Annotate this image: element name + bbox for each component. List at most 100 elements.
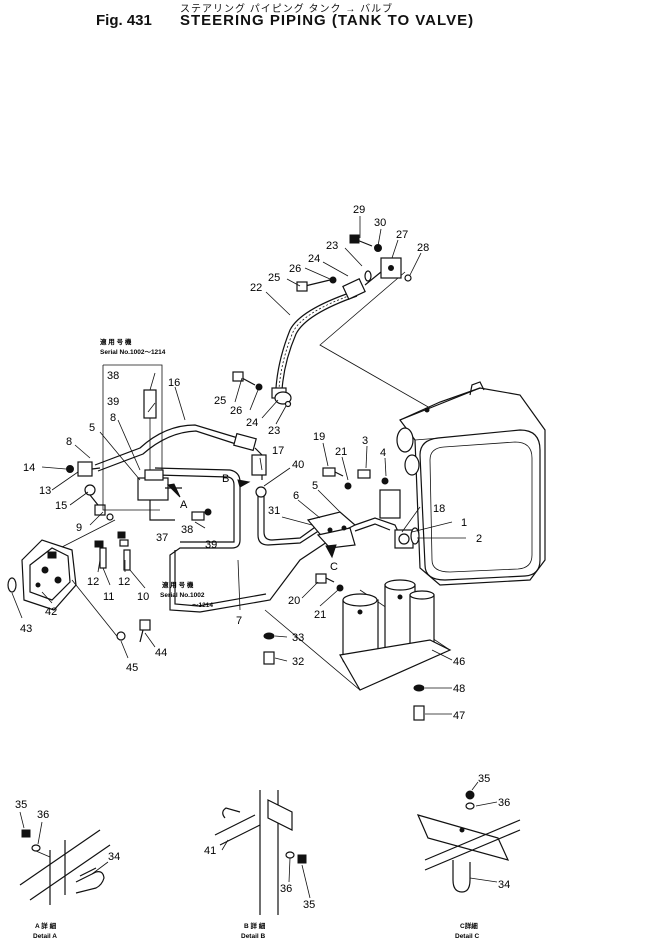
callout-47: 47 <box>453 710 465 722</box>
callout-1: 1 <box>461 517 467 529</box>
callout-46: 46 <box>453 656 465 668</box>
detail-b-caption-jp: B 詳 細 <box>244 921 266 930</box>
callout-10: 10 <box>137 591 149 603</box>
bolts-38-39-mid <box>191 508 212 521</box>
callout-27: 27 <box>396 229 408 241</box>
callout-7: 7 <box>236 615 242 627</box>
callout-42: 42 <box>45 606 57 618</box>
callout-a-arrow: A <box>180 499 188 511</box>
callout-13: 13 <box>39 485 51 497</box>
callout-17: 17 <box>272 445 284 457</box>
view-arrows <box>166 479 337 559</box>
callout-11: 11 <box>103 591 114 603</box>
callout-9: 9 <box>76 522 82 534</box>
serial-note-1-jp: 適 用 号 機 <box>100 337 132 346</box>
fitting-27 <box>296 234 412 292</box>
callout-12-right: 12 <box>118 576 130 588</box>
callout-28: 28 <box>417 242 429 254</box>
callout-25-mid: 25 <box>214 395 226 407</box>
bolts-right <box>322 467 389 490</box>
callout-40: 40 <box>292 459 304 471</box>
callout-24-mid: 24 <box>246 417 258 429</box>
callout-4: 4 <box>380 447 386 459</box>
fitting-13 <box>66 461 114 521</box>
leader-lines <box>11 216 498 899</box>
detail-b-drawing <box>214 790 307 915</box>
bracket-37 <box>137 389 182 521</box>
callout-26-mid: 26 <box>230 405 242 417</box>
leader-tank-return <box>319 271 431 409</box>
detail-a-caption-jp: A 詳 細 <box>35 921 57 930</box>
callout-33: 33 <box>292 632 304 644</box>
callout-45: 45 <box>126 662 138 674</box>
detail-a-callout-34: 34 <box>108 851 120 863</box>
serial-note-2: Serial No.1002 <box>160 592 205 599</box>
hose-22 <box>271 278 366 399</box>
callout-16: 16 <box>168 377 180 389</box>
callout-44: 44 <box>155 647 167 659</box>
detail-a-caption: Detail A <box>33 933 57 940</box>
callout-22: 22 <box>250 282 262 294</box>
callout-14: 14 <box>23 462 35 474</box>
detail-c-callout-36: 36 <box>498 797 510 809</box>
callout-8-lower: 8 <box>66 436 72 448</box>
detail-c-caption-jp: C詳細 <box>460 921 478 930</box>
callout-37: 37 <box>156 532 168 544</box>
callout-c-arrow: C <box>330 561 338 573</box>
callout-25-top: 25 <box>268 272 280 284</box>
detail-b-callout-35: 35 <box>303 899 315 911</box>
callout-23-mid: 23 <box>268 425 280 437</box>
detail-c-drawing <box>416 790 521 893</box>
serial-note-box <box>102 364 163 511</box>
flange-18 <box>394 527 420 549</box>
callout-26-top: 26 <box>289 263 301 275</box>
callout-39-upper: 39 <box>107 396 119 408</box>
tube-7 <box>154 467 331 613</box>
detail-b-callout-36: 36 <box>280 883 292 895</box>
callout-48: 48 <box>453 683 465 695</box>
callout-15: 15 <box>55 500 67 512</box>
detail-a-callout-35: 35 <box>15 799 27 811</box>
callout-18: 18 <box>433 503 445 515</box>
filter-assembly-46 <box>264 579 452 691</box>
callout-19: 19 <box>313 431 325 443</box>
detail-a-drawing <box>19 829 111 905</box>
callout-20: 20 <box>288 595 300 607</box>
clamp-bracket-31 <box>306 511 357 549</box>
callout-38-upper: 38 <box>107 370 119 382</box>
detail-c-callout-35: 35 <box>478 773 490 785</box>
callout-8-upper: 8 <box>110 412 116 424</box>
detail-b-callout-41: 41 <box>204 845 216 857</box>
figure-number: Fig. 431 <box>96 12 152 29</box>
callout-32: 32 <box>292 656 304 668</box>
callout-2: 2 <box>476 533 482 545</box>
callout-38-mid: 38 <box>181 524 193 536</box>
hose-lower-fittings <box>232 371 292 408</box>
tube-40 <box>255 486 403 546</box>
tube-16 <box>94 424 267 480</box>
bolts-44-45 <box>116 619 151 643</box>
steering-valve-42 <box>7 519 121 641</box>
japanese-title: ステアリング パイピング タンク → バルブ <box>180 4 394 15</box>
callout-5-right: 5 <box>312 480 318 492</box>
callout-12-left: 12 <box>87 576 99 588</box>
detail-c-callout-34: 34 <box>498 879 510 891</box>
detail-c-caption: Detail C <box>455 933 480 940</box>
callout-6: 6 <box>293 490 299 502</box>
callout-23-top: 23 <box>326 240 338 252</box>
callout-21-upper: 21 <box>335 446 347 458</box>
hydraulic-tank <box>379 381 546 586</box>
detail-a-callout-36: 36 <box>37 809 49 821</box>
callout-24-top: 24 <box>308 253 320 265</box>
figure-title: STEERING PIPING (TANK TO VALVE) <box>180 12 475 29</box>
callout-43: 43 <box>20 623 32 635</box>
callout-31: 31 <box>268 505 280 517</box>
callout-3: 3 <box>362 435 368 447</box>
callout-39-mid: 39 <box>205 539 217 551</box>
serial-note-1: Serial No.1002～1214 <box>100 349 166 356</box>
callout-21-lower: 21 <box>314 609 326 621</box>
serial-note-2-range: ～1214 <box>192 602 213 609</box>
callout-29: 29 <box>353 204 365 216</box>
bolts-lower <box>263 573 425 721</box>
